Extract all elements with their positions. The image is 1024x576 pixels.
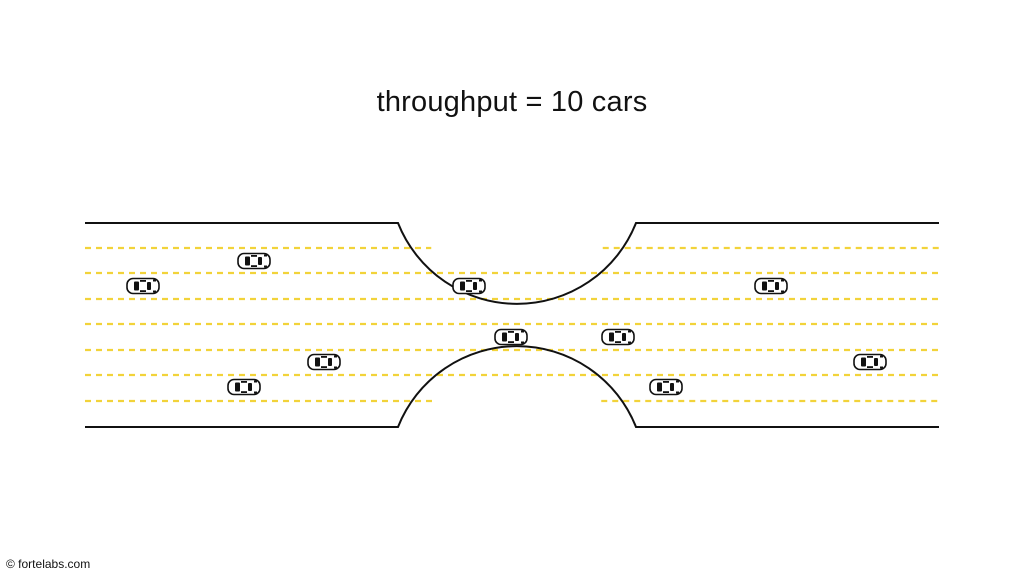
- car-icon-3: [452, 277, 486, 295]
- car-icon-8: [853, 353, 887, 371]
- lane-markings: [85, 246, 939, 403]
- car-icon-6: [601, 328, 635, 346]
- car-icon-9: [227, 378, 261, 396]
- copyright-credit: © fortelabs.com: [6, 557, 91, 571]
- car-icon-2: [126, 277, 160, 295]
- car-icon-10: [649, 378, 683, 396]
- car-icon-1: [237, 252, 271, 270]
- road-edge-top: [85, 222, 939, 305]
- road-edge-bottom: [85, 345, 939, 428]
- diagram-title: throughput = 10 cars: [376, 86, 648, 118]
- car-icon-7: [307, 353, 341, 371]
- car-icon-4: [754, 277, 788, 295]
- car-icon-5: [494, 328, 528, 346]
